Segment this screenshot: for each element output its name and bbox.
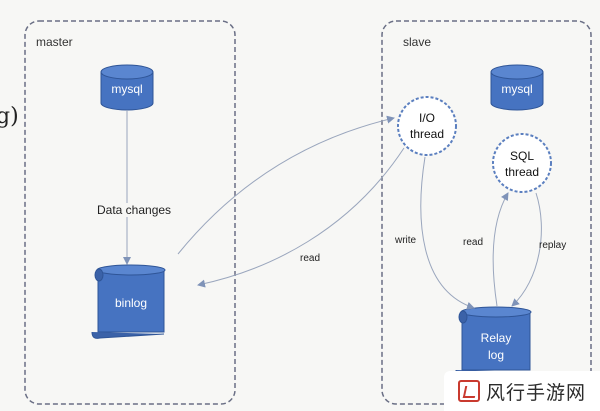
replay-label: replay (539, 240, 567, 251)
slave-mysql-cylinder (490, 64, 544, 111)
slave-panel (381, 20, 592, 405)
master-title: master (36, 35, 73, 49)
cropped-text-fragment: g) (0, 104, 19, 129)
read-relay-label: read (463, 237, 484, 248)
sql-thread-circle (492, 133, 552, 193)
read-binlog-label: read (300, 253, 321, 264)
relay-log-label: Relay log (480, 331, 512, 362)
binlog-to-io-arrow (177, 115, 395, 255)
io-to-binlog-read-arrow (197, 147, 405, 288)
watermark-text: 风行手游网 (485, 381, 586, 404)
binlog-label: binlog (114, 296, 148, 310)
io-thread-label: I/O thread (409, 111, 445, 141)
master-mysql-cylinder (100, 64, 154, 111)
master-mysql-label: mysql (111, 82, 143, 96)
relay-to-sql-read-arrow (492, 192, 509, 307)
watermark: 风行手游网 (444, 371, 600, 411)
io-thread-circle (397, 96, 457, 156)
slave-mysql-label: mysql (501, 82, 533, 96)
binlog-scroll (91, 264, 166, 339)
write-label: write (395, 235, 417, 246)
slave-title: slave (403, 35, 432, 49)
watermark-logo-icon (457, 380, 480, 402)
data-changes-label: Data changes (96, 203, 173, 217)
sql-thread-label: SQL thread (504, 149, 540, 179)
master-panel (24, 20, 236, 405)
replay-arrow (511, 192, 542, 307)
write-arrow (420, 156, 475, 310)
